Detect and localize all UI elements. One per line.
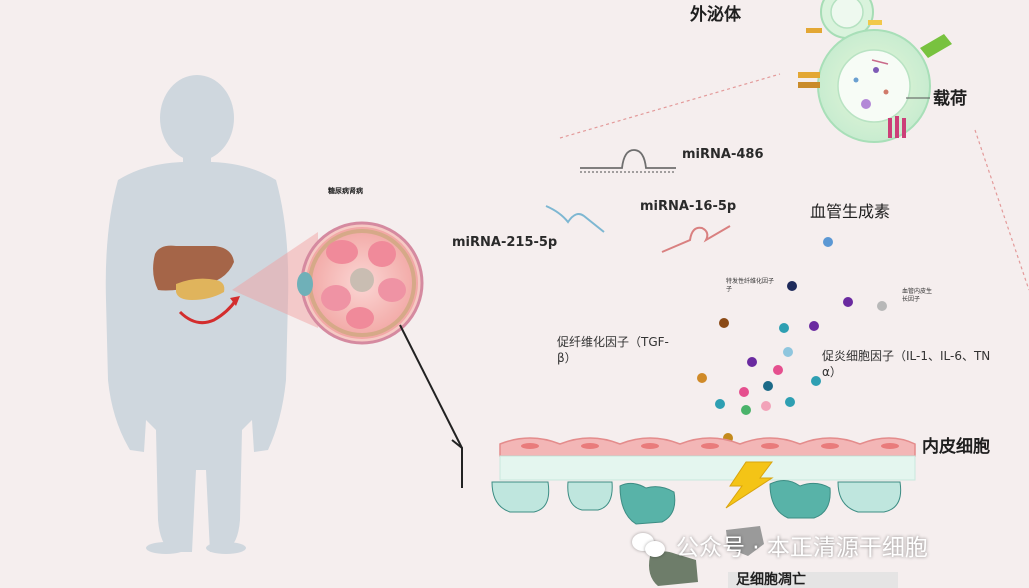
zoom-cone: [232, 232, 318, 328]
pancreas-organ: [176, 278, 225, 300]
circulation-arrowhead: [230, 296, 240, 306]
proinflammatory-factor-line2: α）: [822, 365, 842, 380]
small-factor-label-a-line2: 子: [726, 285, 733, 293]
factor-dot: [823, 237, 833, 247]
factor-dots: [697, 237, 887, 451]
liver-organ: [153, 245, 234, 291]
factor-dot: [715, 399, 725, 409]
factor-dot: [747, 357, 757, 367]
factor-dot: [787, 281, 797, 291]
proinflammatory-factor-line1: 促炎细胞因子（IL-1、IL-6、TN: [822, 349, 991, 363]
exosome-label: 外泌体: [690, 5, 741, 25]
indicator-line: [399, 324, 463, 449]
endothelial-layer: [499, 437, 916, 457]
profibrotic-factor-label: 促纤维化因子（TGF- β）: [557, 334, 707, 366]
zoom-dash-right: [974, 129, 1029, 291]
circulation-arrow: [178, 299, 238, 325]
mirna-215-5p-label: miRNA-215-5p: [452, 235, 558, 250]
kidney-caption: 糖尿病肾病: [328, 187, 363, 195]
mirna-215-5p-strand: [545, 205, 605, 233]
podocyte-apoptosis-label: 足细胞凋亡: [736, 572, 806, 588]
small-factor-label-b: 血管内皮生 长因子: [902, 288, 952, 304]
profibrotic-factor-line1: 促纤维化因子（TGF-: [557, 335, 669, 349]
factor-dot: [783, 347, 793, 357]
proinflammatory-factor-label: 促炎细胞因子（IL-1、IL-6、TN α）: [822, 348, 1029, 380]
basement-membrane: [499, 455, 916, 481]
factor-dot: [843, 297, 853, 307]
apoptotic-cells: [649, 526, 898, 588]
podocyte-cells: [491, 480, 902, 525]
factor-dot: [763, 381, 773, 391]
wechat-icon: [632, 531, 668, 559]
factor-dot: [739, 387, 749, 397]
factor-dot: [811, 376, 821, 386]
human-silhouette: [105, 75, 289, 554]
factor-dot: [719, 318, 729, 328]
factor-dot: [785, 397, 795, 407]
small-factor-label-a-line1: 特发性纤维化因子: [726, 278, 775, 285]
factor-dot: [809, 321, 819, 331]
watermark: 公众号 · 本正清源干细胞: [632, 528, 928, 562]
mirna-486-label: miRNA-486: [682, 147, 764, 162]
small-factor-label-a: 特发性纤维化因子 子: [726, 278, 786, 294]
zoom-dash-left: [559, 73, 781, 139]
mirna-16-5p-label: miRNA-16-5p: [640, 199, 737, 214]
factor-dot: [697, 373, 707, 383]
factor-dot: [779, 323, 789, 333]
exosome-small: [806, 0, 882, 39]
small-factor-label-b-line1: 血管内皮生: [902, 288, 933, 295]
angiogenic-factor-label: 血管生成素: [810, 202, 891, 221]
factor-dot: [741, 405, 751, 415]
small-factor-label-b-line2: 长因子: [902, 295, 921, 303]
mirna-486-strand: [580, 149, 676, 173]
factor-dot: [773, 365, 783, 375]
exosome-large: [798, 29, 952, 143]
factor-dot: [877, 301, 887, 311]
indicator-bracket: [451, 439, 463, 488]
injury-lightning: [725, 461, 774, 509]
factor-dot: [761, 401, 771, 411]
profibrotic-factor-line2: β）: [557, 351, 577, 366]
mirna-16-5p-strand: [661, 225, 731, 253]
cargo-label: 载荷: [933, 89, 967, 109]
kidney-cross-section: [297, 221, 424, 345]
endothelial-cell-label: 内皮细胞: [922, 437, 990, 457]
watermark-text: 公众号 · 本正清源干细胞: [676, 535, 928, 561]
